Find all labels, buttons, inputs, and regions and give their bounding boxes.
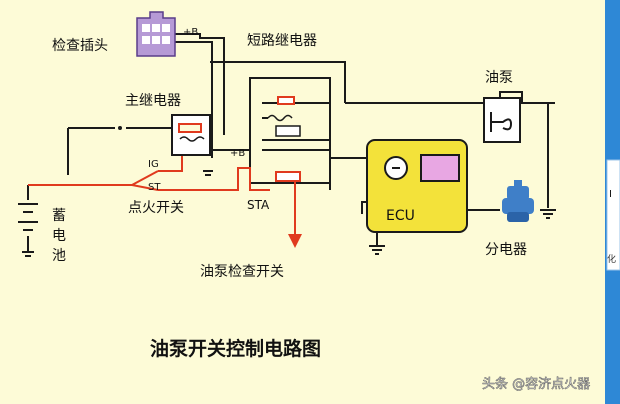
label-st: ST <box>148 182 161 193</box>
side-glyph-2: 化 <box>607 253 616 265</box>
ecu-box <box>366 139 468 233</box>
label-plus-b-plug: +B <box>183 27 198 38</box>
switch-contact-icon <box>118 126 122 130</box>
fuel-pump <box>483 97 521 143</box>
label-short-relay: 短路继电器 <box>247 33 317 49</box>
battery-icon <box>18 203 38 257</box>
main-relay <box>171 114 211 156</box>
side-panel-inner <box>606 159 620 271</box>
watermark: 头条 @容济点火器 <box>482 376 590 392</box>
label-fuel-pump: 油泵 <box>485 70 513 86</box>
label-battery-3: 池 <box>52 248 66 264</box>
label-check-plug: 检查插头 <box>52 38 108 54</box>
ground-symbols <box>203 170 556 255</box>
label-distributor: 分电器 <box>485 242 527 258</box>
label-plus-b-main: +B <box>230 148 245 159</box>
side-glyph-1: I <box>609 189 612 200</box>
label-ecu: ECU <box>386 208 415 224</box>
diagram-title: 油泵开关控制电路图 <box>150 337 321 360</box>
label-ignition-switch: 点火开关 <box>128 200 184 216</box>
label-battery-1: 蓄 <box>52 208 66 224</box>
label-sta: STA <box>247 198 270 212</box>
label-battery-2: 电 <box>52 228 66 244</box>
short-relay-inner <box>267 96 301 182</box>
distributor-icon <box>502 180 534 222</box>
check-plug <box>136 11 176 57</box>
label-main-relay: 主继电器 <box>125 93 181 109</box>
label-ig: IG <box>148 159 159 170</box>
black-wires <box>27 33 555 252</box>
pump-check-arrow <box>288 234 302 248</box>
label-pump-check-switch: 油泵检查开关 <box>200 264 284 280</box>
